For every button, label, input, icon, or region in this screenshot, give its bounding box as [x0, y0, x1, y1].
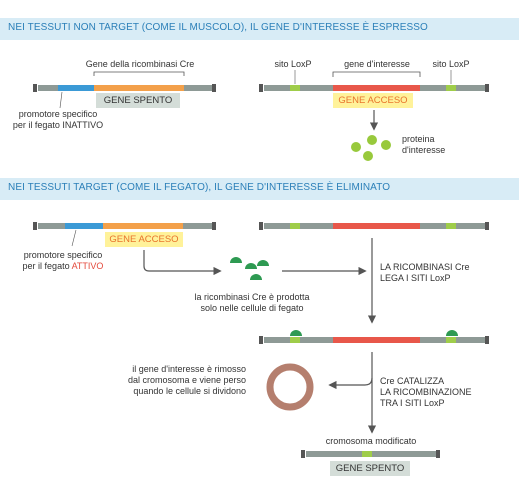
removed-line3: quando le cellule si dividono: [133, 386, 246, 396]
protein-of-interest-dots: [351, 135, 391, 161]
chromosome-liver-before: [259, 222, 489, 230]
cre-produced-line2: solo nelle cellule di fegato: [200, 303, 304, 313]
chromosome-gene-expressed: [259, 84, 489, 92]
modified-chromosome-label: cromosoma modificato: [325, 436, 417, 446]
protein-label-line2: d'interesse: [402, 145, 446, 155]
section-header-nontarget: NEI TESSUTI NON TARGET (COME IL MUSCOLO)…: [8, 22, 428, 33]
loxp-right-segment: [446, 85, 456, 91]
removed-line2: dal cromosoma e viene perso: [127, 375, 246, 385]
gene-of-interest-bracket: [332, 71, 421, 77]
chromosome-cre-inactive: [33, 84, 216, 92]
cre-produced-line1: la ricombinasi Cre è prodotta: [194, 292, 310, 302]
promoter-pointer: [59, 91, 63, 109]
catalyze-line3: TRA I SITI LoxP: [380, 398, 445, 408]
loxp-left-label: sito LoxP: [274, 59, 312, 69]
gene-of-interest-segment: [333, 85, 420, 91]
cre-bound-right: [446, 330, 458, 336]
promoter-segment: [58, 85, 94, 91]
loxp-right-label: sito LoxP: [432, 59, 470, 69]
loxp-left-segment: [290, 85, 300, 91]
cre-gene-segment-active: [103, 223, 183, 229]
removed-line1: il gene d'interesse è rimosso: [132, 364, 246, 374]
promoter-segment-active: [65, 223, 103, 229]
promoter-label-active-prefix: per il fegato: [22, 261, 72, 271]
promoter-label-active-line1: promotore specifico: [23, 250, 103, 260]
section-header-nontarget-band: NEI TESSUTI NON TARGET (COME IL MUSCOLO)…: [0, 18, 519, 40]
cre-gene-segment: [94, 85, 184, 91]
section-header-target: NEI TESSUTI TARGET (COME IL FEGATO), IL …: [8, 182, 391, 193]
gene-of-interest-label: gene d'interesse: [344, 59, 410, 69]
catalyze-line2: LA RICOMBINAZIONE: [380, 387, 472, 397]
gene-off-tag-top: GENE SPENTO: [96, 93, 180, 108]
cre-gene-bracket: [93, 71, 185, 76]
gene-on-tag-bottom: GENE ACCESO: [105, 232, 183, 247]
cre-bound-left: [290, 330, 302, 336]
promoter-label-inactive-line1: promotore specifico: [18, 109, 98, 119]
gene-off-tag-bottom: GENE SPENTO: [330, 461, 410, 476]
chromosome-cre-active: [33, 222, 216, 230]
promoter-label-inactive-line2: per il fegato INATTIVO: [12, 120, 104, 130]
promoter-active-pointer: [71, 229, 77, 247]
gene-on-tag-top: GENE ACCESO: [333, 93, 413, 108]
cre-recombinase-dots: [230, 257, 269, 280]
chromosome-modified: [301, 450, 440, 458]
promoter-label-active-line2: per il fegato ATTIVO: [2, 261, 124, 272]
protein-label-line1: proteina: [402, 134, 435, 144]
binds-loxp-line2: LEGA I SITI LoxP: [380, 273, 451, 283]
chromosome-cre-bound: [259, 330, 489, 344]
promoter-active-word: ATTIVO: [71, 261, 104, 271]
cre-gene-label: Gene della ricombinasi Cre: [85, 59, 195, 69]
excised-gene-ring: [266, 363, 314, 411]
catalyze-line1: Cre CATALIZZA: [380, 376, 445, 386]
binds-loxp-line1: LA RICOMBINASI Cre: [380, 262, 470, 272]
section-header-target-band: NEI TESSUTI TARGET (COME IL FEGATO), IL …: [0, 178, 519, 200]
cre-production-arrow: [143, 250, 222, 276]
excision-arrow: [328, 377, 373, 390]
